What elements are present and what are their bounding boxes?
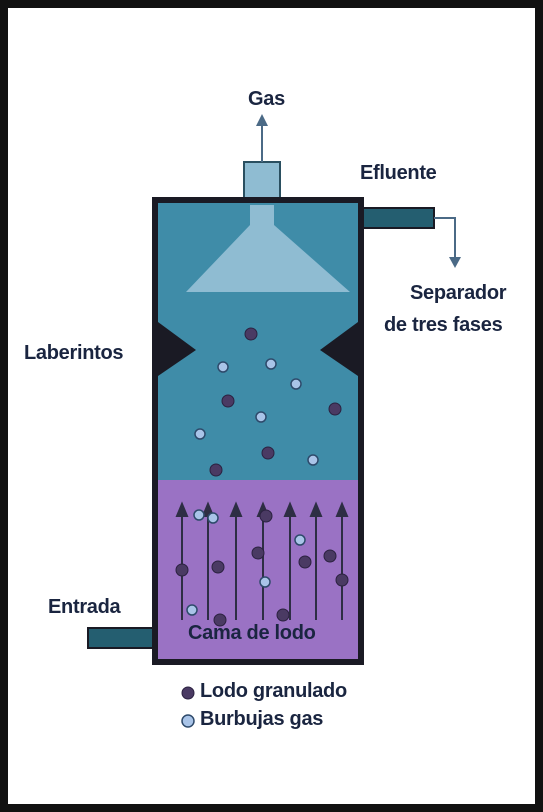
gas-bubbles bbox=[186, 358, 319, 616]
effluent-label: Efluente bbox=[360, 162, 437, 184]
separator-label-line2: de tres fases bbox=[384, 314, 503, 336]
separator-hood bbox=[186, 205, 350, 292]
sludge-bed bbox=[158, 480, 358, 659]
effluent-arrow-head bbox=[449, 257, 461, 268]
gas-label: Gas bbox=[248, 88, 285, 110]
gas-arrow-head bbox=[256, 114, 268, 126]
inlet-label: Entrada bbox=[48, 596, 121, 618]
effluent-pipe bbox=[357, 207, 435, 229]
legend-bubble-icon bbox=[181, 714, 195, 728]
legend-sludge-label: Lodo granulado bbox=[200, 680, 347, 702]
baffle-left bbox=[158, 322, 196, 376]
sludge-bed-label: Cama de lodo bbox=[188, 622, 316, 644]
sludge-granules bbox=[175, 327, 349, 627]
legend-bubbles-label: Burbujas gas bbox=[200, 708, 324, 730]
baffles-label: Laberintos bbox=[24, 342, 124, 364]
baffle-right bbox=[320, 322, 358, 376]
separator-label-line1: Separador bbox=[410, 282, 507, 304]
effluent-flow-line bbox=[434, 217, 456, 265]
inlet-pipe bbox=[87, 627, 159, 649]
legend-granule-icon bbox=[181, 686, 195, 700]
